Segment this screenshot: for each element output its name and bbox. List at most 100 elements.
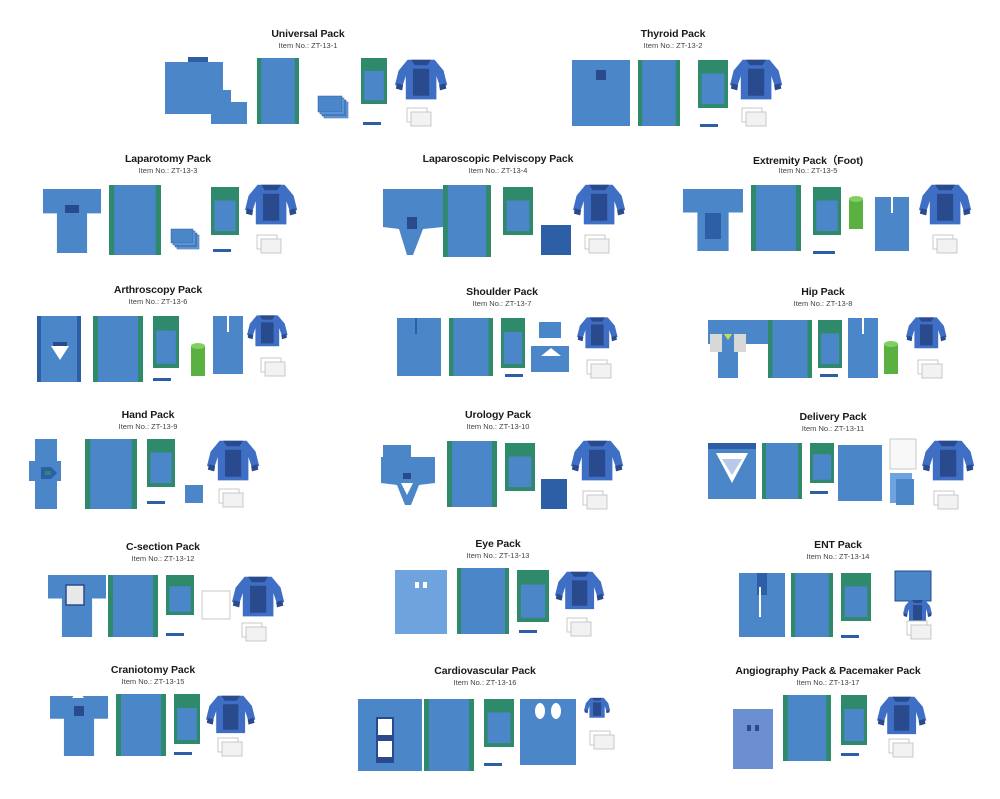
fenestration [378,719,392,735]
green-drape-inset [844,709,864,741]
fenestration-cuff [403,473,411,479]
gown-cuff-right [276,600,284,608]
pack-arthroscopy: Arthroscopy Pack Item No.: ZT-13-6 [0,284,323,408]
towel [593,734,615,750]
fenestration [423,582,427,588]
fenestration [541,348,561,356]
pack-hip: Hip Pack Item No.: ZT-13-8 [658,286,988,410]
slit [227,316,229,332]
pack-title: Universal Pack [271,28,345,40]
adhesive-tab [710,334,722,352]
pack-item-number: Item No.: ZT-13-15 [121,677,185,686]
tape-strip [484,763,502,766]
drape-sheet-center [114,185,156,255]
towel [936,238,958,254]
pack-item-number: Item No.: ZT-13-12 [131,554,195,563]
pack-item-number: Item No.: ZT-13-7 [472,299,532,308]
gown-cuff-left [245,208,254,216]
towel [921,363,943,379]
pack-item-number: Item No.: ZT-13-14 [806,552,870,561]
tape-strip [147,501,165,504]
pack-illustration [50,690,256,757]
gown-cuff-left [906,335,913,342]
gown-cuff-left [903,613,908,617]
pack-title: Extremity Pack（Foot) [752,155,864,167]
drape-sheet-center [787,695,827,761]
gown-cuff-left [247,333,254,340]
fenestration [747,725,751,731]
tape-strip [153,378,171,381]
fenestration-pouch [722,459,742,475]
towel [260,238,282,254]
pack-thyroid: Thyroid Pack Item No.: ZT-13-2 [508,28,838,152]
gown-collar [912,600,923,603]
towel [937,494,959,510]
pack-shoulder: Shoulder Pack Item No.: ZT-13-7 [337,286,667,410]
gown-cuff-right [940,335,946,342]
pack-hand: Hand Pack Item No.: ZT-13-9 [0,409,313,533]
gown-collar [592,697,602,701]
pack-laparotomy: Laparotomy Pack Item No.: ZT-13-3 [3,153,333,277]
gown-cuff-left [573,208,582,216]
fenestration [705,213,721,239]
pack-illustration [165,57,448,127]
pack-item-number: Item No.: ZT-13-9 [118,422,178,431]
gown-cuff-right [963,208,971,216]
pack-universal: Universal Pack Item No.: ZT-13-1 [143,28,473,152]
pack-title: Arthroscopy Pack [113,284,203,296]
green-drape-inset [364,70,384,101]
gown-panel [591,324,604,346]
green-drape-inset [169,586,191,612]
gown-collar [746,59,766,66]
surgical-gown [577,317,618,349]
gown-cuff-right [281,333,287,340]
green-drape-inset [503,332,523,364]
gown-cuff-right [439,83,447,91]
tape-strip [841,753,859,756]
folded-towel-stack [317,95,343,113]
towel [410,111,432,127]
tape-strip [810,491,828,494]
gown-cuff-left [730,83,739,91]
surgical-gown [573,184,626,225]
bottle-cap [849,196,863,202]
tape-strip [700,124,718,127]
gown-cuff-right [251,464,259,472]
towel [245,626,267,642]
pack-item-number: Item No.: ZT-13-4 [468,166,528,175]
gown-cuff-right [611,335,617,342]
surgical-gown [584,697,611,718]
gown-collar [918,317,934,322]
drape-sheet [838,445,882,501]
gown-collar [589,184,609,191]
gown-cuff-left [207,464,216,472]
towel [570,621,592,637]
pack-illustration [397,317,618,379]
gown-cuff-right [289,208,297,216]
drape-sheet-center [766,443,798,499]
fenestration-hole [45,471,51,475]
bottle-cap [884,341,898,347]
gown-collar [248,576,268,583]
folded-towel-stack [170,228,194,244]
pack-illustration [43,184,298,255]
drape-sheet-center [452,441,492,507]
pack-illustration [395,568,605,637]
fenestration [401,483,413,495]
pack-title: Cardiovascular Pack [434,665,536,677]
surgical-gown [247,315,288,347]
green-drape-inset [820,333,840,365]
pack-item-number: Item No.: ZT-13-11 [801,424,865,433]
green-drape-inset [150,452,172,484]
gown-cuff-right [966,464,974,472]
pack-item-number: Item No.: ZT-13-16 [453,678,517,687]
green-drape-inset [812,454,832,480]
bottle [849,199,863,229]
towel [586,494,608,510]
green-drape-inset [487,712,511,744]
slit [891,197,893,213]
pack-title: ENT Pack [814,539,862,551]
fenestration [407,217,417,229]
pack-title: Eye Pack [475,538,521,550]
drape-sheet-center [429,699,469,771]
